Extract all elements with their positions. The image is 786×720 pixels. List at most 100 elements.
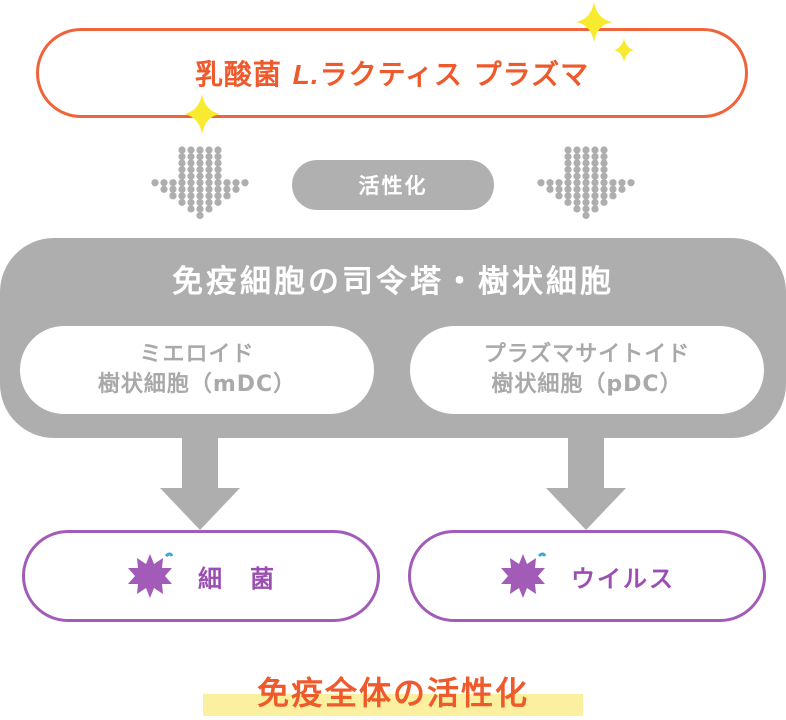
arrow-dot <box>591 198 599 206</box>
arrow-dot <box>564 146 572 154</box>
arrow-dot <box>564 166 572 174</box>
arrow-dot <box>582 198 590 206</box>
arrow-dot <box>591 159 599 167</box>
arrow-dot <box>600 146 608 154</box>
pdc-line1: プラズマサイトイド <box>483 342 691 368</box>
arrow-dot <box>609 185 617 193</box>
arrow-dot <box>564 159 572 167</box>
arrow-dot <box>591 179 599 187</box>
arrow-dot <box>196 185 204 193</box>
arrow-dot <box>205 198 213 206</box>
mdc-pill: ミエロイド 樹状細胞（mDC） <box>20 326 374 414</box>
arrow-dot <box>214 152 222 161</box>
arrow-dot <box>618 185 626 193</box>
arrow-dot <box>187 172 195 180</box>
arrow-dot <box>223 179 231 187</box>
arrow-dot <box>187 192 195 200</box>
arrow-dot <box>591 172 599 180</box>
arrow-dot <box>573 192 581 200</box>
arrow-dot <box>187 159 195 167</box>
arrow-dot <box>196 205 204 213</box>
arrow-dot <box>187 146 195 154</box>
arrow-dot <box>600 166 608 174</box>
arrow-dot <box>564 152 572 161</box>
arrow-dot <box>573 185 581 193</box>
conclusion: 免疫全体の活性化 <box>203 668 583 716</box>
arrow-dot <box>214 192 222 200</box>
dendritic-cell-title: 免疫細胞の司令塔・樹状細胞 <box>172 264 614 300</box>
arrow-dot <box>187 152 195 161</box>
arrow-dot <box>627 179 635 187</box>
arrow-dot <box>196 179 204 187</box>
arrow-dot <box>214 172 222 180</box>
arrow-dot <box>160 179 168 187</box>
arrow-dot <box>591 185 599 193</box>
arrow-dot <box>582 205 590 213</box>
bacteria-pill: 細 菌 <box>22 530 380 622</box>
title-prefix: 乳酸菌 <box>194 58 293 91</box>
arrow-dot <box>187 198 195 206</box>
arrow-dot <box>618 179 626 187</box>
arrow-dot <box>573 146 581 154</box>
arrow-dot <box>546 185 554 193</box>
arrow-dot <box>178 166 186 174</box>
arrow-dot <box>196 192 204 200</box>
arrow-dot <box>178 179 186 187</box>
arrow-dot <box>187 185 195 193</box>
arrow-dot <box>169 192 177 200</box>
arrow-dot <box>573 152 581 161</box>
arrow-dot <box>196 166 204 174</box>
down-arrow-icon <box>160 438 240 530</box>
arrow-dot <box>241 179 249 187</box>
burst-icon <box>501 552 547 598</box>
arrow-dot <box>600 152 608 161</box>
arrow-dot <box>609 179 617 187</box>
arrow-dot <box>205 205 213 213</box>
arrow-dot <box>573 179 581 187</box>
arrow-dot <box>609 192 617 200</box>
arrow-dot <box>573 205 581 213</box>
dotted-down-arrow-icon <box>151 146 249 220</box>
arrow-dot <box>582 146 590 154</box>
arrow-dot <box>573 159 581 167</box>
arrow-dot <box>537 179 545 187</box>
arrow-dot <box>223 185 231 193</box>
arrow-dot <box>196 198 204 206</box>
arrow-dot <box>582 172 590 180</box>
arrow-dot <box>178 172 186 180</box>
arrow-dot <box>232 179 240 187</box>
arrow-dot <box>196 146 204 154</box>
arrow-dot <box>223 192 231 200</box>
mdc-line2: 樹状細胞（mDC） <box>97 372 297 397</box>
arrow-dot <box>582 166 590 174</box>
arrow-dot <box>232 185 240 193</box>
lactobacillus-pill: 乳酸菌 L.ラクティス プラズマ <box>36 28 748 118</box>
arrow-dot <box>564 179 572 187</box>
activation-label: 活性化 <box>292 160 494 210</box>
arrow-dot <box>573 172 581 180</box>
arrow-dot <box>564 192 572 200</box>
arrow-dot <box>582 211 590 220</box>
arrow-dot <box>573 198 581 206</box>
sparkle-icon <box>184 94 220 134</box>
lactobacillus-title: 乳酸菌 L.ラクティス プラズマ <box>195 53 589 93</box>
arrow-dot <box>582 192 590 200</box>
arrow-dot <box>564 198 572 206</box>
arrow-dot <box>564 185 572 193</box>
mdc-line1: ミエロイド <box>139 342 255 368</box>
arrow-dot <box>600 192 608 200</box>
arrow-dot <box>573 166 581 174</box>
arrow-dot <box>600 198 608 206</box>
arrow-dot <box>600 185 608 193</box>
sparkle-icon <box>576 2 634 62</box>
virus-pill: ウイルス <box>408 530 766 622</box>
arrow-dot <box>591 152 599 161</box>
arrow-dot <box>205 172 213 180</box>
conclusion-highlight <box>203 694 583 716</box>
arrow-dot <box>178 198 186 206</box>
bacteria-label: 細 菌 <box>198 564 276 593</box>
arrow-dot <box>214 179 222 187</box>
arrow-dot <box>169 185 177 193</box>
arrow-dot <box>582 152 590 161</box>
arrow-dot <box>187 166 195 174</box>
